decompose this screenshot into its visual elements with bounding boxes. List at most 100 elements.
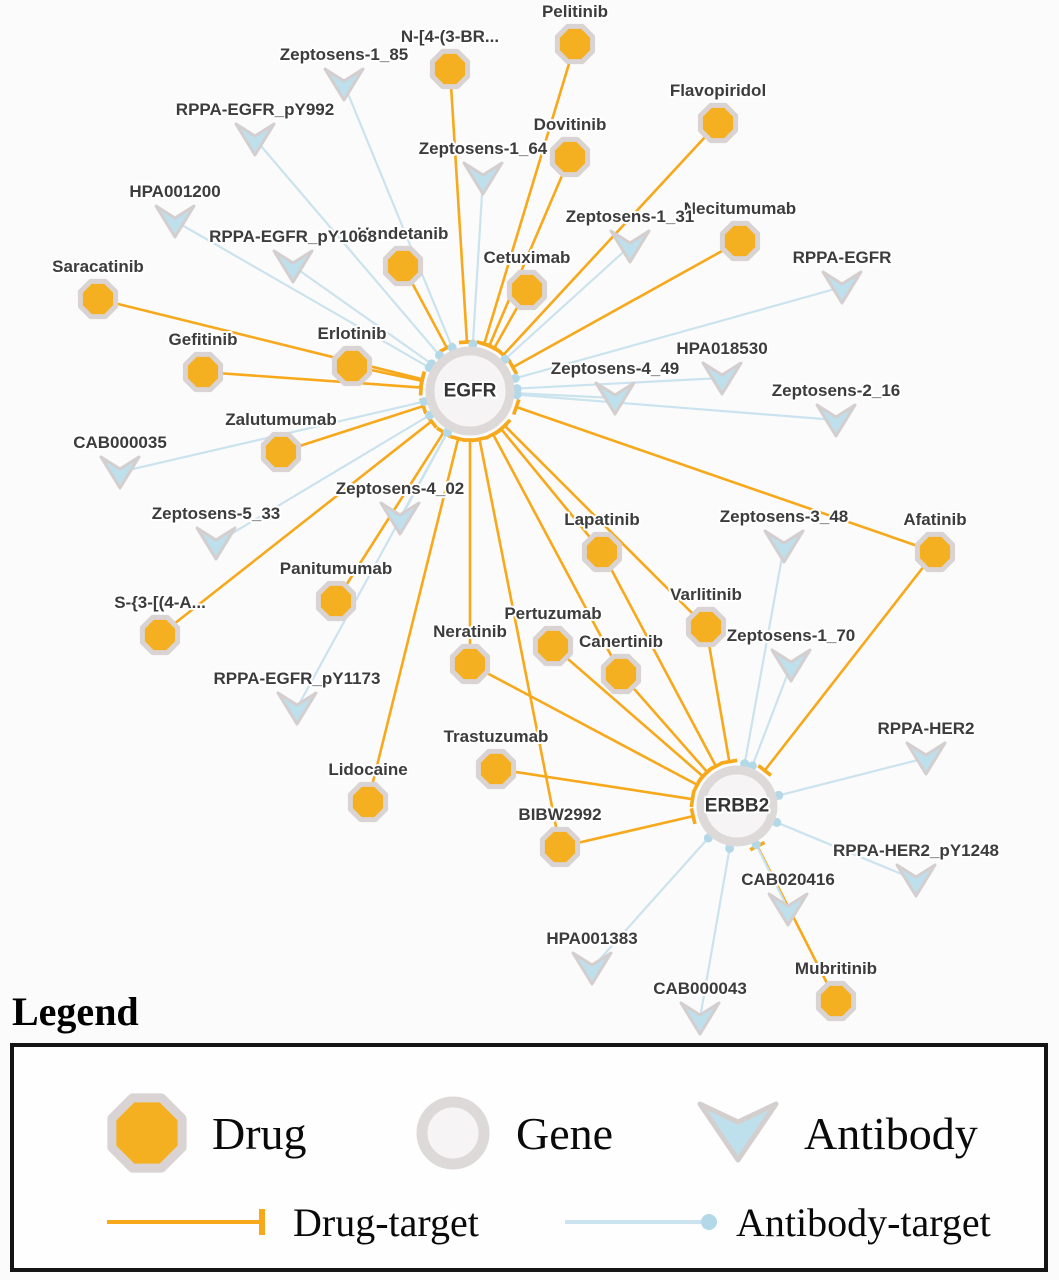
drug-shape[interactable] [697,102,739,144]
antibody-shape[interactable] [99,455,141,490]
drug-node-panitumumab[interactable] [315,580,357,622]
drug-node-dovitinib[interactable] [549,136,591,178]
drug-shape[interactable] [549,136,591,178]
antibody-shape[interactable] [895,863,937,898]
antibody-node-rppa-egfr-py1068[interactable] [272,249,314,284]
antibody-node-zeptosens-1-70[interactable] [770,648,812,683]
antibody-shape[interactable] [821,270,863,305]
drug-node-saracatinib[interactable] [77,278,119,320]
drug-node-afatinib[interactable] [914,531,956,573]
antibody-node-zeptosens-3-48[interactable] [763,529,805,564]
drug-node-n4-3br[interactable] [429,48,471,90]
antibody-node-hpa001383[interactable] [571,951,613,986]
antibody-node-rppa-egfr[interactable] [821,270,863,305]
drug-shape[interactable] [815,980,857,1022]
drug-node-flavopiridol[interactable] [697,102,739,144]
gene-shape[interactable] [425,346,515,436]
antibody-shape[interactable] [594,381,636,416]
antibody-shape[interactable] [679,1001,721,1036]
antibody-shape[interactable] [154,204,196,239]
drug-node-erlotinib[interactable] [331,345,373,387]
antibody-shape[interactable] [323,67,365,102]
antibody-node-zeptosens-4-49[interactable] [594,381,636,416]
antibody-node-zeptosens-5-33[interactable] [195,526,237,561]
drug-shape[interactable] [182,351,224,393]
network-canvas[interactable]: EGFRERBB2PelitinibN-[4-(3-BR...Dovitinib… [0,0,1059,1043]
drug-shape[interactable] [475,748,517,790]
antibody-node-cab020416[interactable] [767,892,809,927]
gene-shape[interactable] [696,765,778,847]
drug-shape[interactable] [554,23,596,65]
antibody-shape[interactable] [571,951,613,986]
antibody-node-zeptosens-1-31[interactable] [609,229,651,264]
drug-shape[interactable] [382,245,424,287]
antibody-node-cab000043[interactable] [679,1001,721,1036]
antibody-shape[interactable] [701,361,743,396]
edge-rppa-egfr-py1068-egfr [292,265,433,365]
drug-shape[interactable] [347,781,389,823]
drug-node-zalutumumab[interactable] [260,431,302,473]
legend-drug-label: Drug [212,1107,307,1159]
drug-shape[interactable] [600,653,642,695]
drug-shape[interactable] [719,220,761,262]
drug-shape[interactable] [449,643,491,685]
antibody-node-rppa-her2-py1248[interactable] [895,863,937,898]
node-label-canertinib: Canertinib [579,632,663,651]
drug-node-necitumumab[interactable] [719,220,761,262]
drug-shape[interactable] [260,431,302,473]
antibody-shape[interactable] [276,691,318,726]
antibody-shape[interactable] [234,122,276,157]
antibody-node-zeptosens-4-02[interactable] [379,501,421,536]
antibody-node-zeptosens-2-16[interactable] [815,403,857,438]
drug-node-lapatinib[interactable] [581,531,623,573]
antibody-node-rppa-egfr-py992[interactable] [234,122,276,157]
drug-shape[interactable] [331,345,373,387]
antibody-shape[interactable] [770,648,812,683]
antibody-shape[interactable] [609,229,651,264]
drug-node-cetuximab[interactable] [506,269,548,311]
drug-node-s3-4a[interactable] [139,614,181,656]
drug-node-lidocaine[interactable] [347,781,389,823]
drug-node-vandetanib[interactable] [382,245,424,287]
antibody-shape[interactable] [462,161,504,196]
drug-shape[interactable] [914,531,956,573]
antibody-node-hpa018530[interactable] [701,361,743,396]
drug-node-canertinib[interactable] [600,653,642,695]
drug-node-pelitinib[interactable] [554,23,596,65]
drug-shape[interactable] [506,269,548,311]
drug-node-gefitinib[interactable] [182,351,224,393]
drug-target-tee-bibw2992 [689,807,697,825]
antibody-node-rppa-her2[interactable] [905,741,947,776]
antibody-node-hpa001200[interactable] [154,204,196,239]
gene-node-erbb2[interactable] [696,765,778,847]
antibody-node-zeptosens-1-85[interactable] [323,67,365,102]
drug-node-varlitinib[interactable] [685,606,727,648]
antibody-node-rppa-egfr-py1173[interactable] [276,691,318,726]
antibody-shape[interactable] [195,526,237,561]
antibody-shape[interactable] [905,741,947,776]
antibody-shape[interactable] [815,403,857,438]
antibody-shape[interactable] [767,892,809,927]
drug-shape[interactable] [685,606,727,648]
antibody-shape[interactable] [379,501,421,536]
antibody-node-zeptosens-1-64[interactable] [462,161,504,196]
drug-shape[interactable] [429,48,471,90]
drug-shape[interactable] [77,278,119,320]
antibody-shape[interactable] [272,249,314,284]
antibody-shape[interactable] [763,529,805,564]
drug-shape[interactable] [532,625,574,667]
antibody-node-cab000035[interactable] [99,455,141,490]
gene-node-egfr[interactable] [425,346,515,436]
drug-shape[interactable] [315,580,357,622]
drug-node-pertuzumab[interactable] [532,625,574,667]
drug-shape[interactable] [539,826,581,868]
drug-shape[interactable] [581,531,623,573]
layer-nodes [77,23,956,1036]
drug-node-bibw2992[interactable] [539,826,581,868]
drug-node-trastuzumab[interactable] [475,748,517,790]
drug-shape[interactable] [139,614,181,656]
drug-node-mubritinib[interactable] [815,980,857,1022]
edge-lapatinib-egfr [500,428,604,553]
drug-node-neratinib[interactable] [449,643,491,685]
drug-target-tee-afatinib [511,398,521,416]
